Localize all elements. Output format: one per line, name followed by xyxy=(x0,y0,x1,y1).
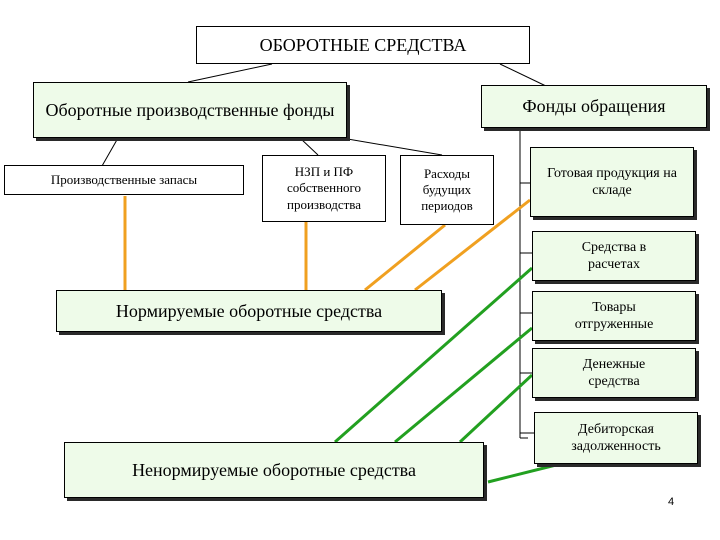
production-stocks-text: Производственные запасы xyxy=(50,171,198,187)
production-funds-to-stocks-line xyxy=(101,137,119,167)
green-line-cash xyxy=(458,373,534,444)
receivables-text: Дебиторская задолженность xyxy=(571,421,661,455)
green-line-goods-shipped xyxy=(394,326,533,444)
cash-text: Денежные средства xyxy=(582,356,646,390)
orange-line-expenses xyxy=(364,223,446,292)
production-funds-to-expenses-line xyxy=(329,135,443,156)
receivables-box: Дебиторская задолженность xyxy=(534,412,698,464)
wip-box: НЗП и ПФ собственного производства xyxy=(262,155,386,222)
title-to-production-funds-line xyxy=(187,63,273,83)
settlements-box: Средства в расчетах xyxy=(532,231,696,281)
orange-line-finished-goods xyxy=(414,198,531,292)
goods-shipped-text: Товары отгруженные xyxy=(574,299,654,333)
normalized-text: Нормируемые оборотные средства xyxy=(115,300,383,321)
production-funds-text: Оборотные производственные фонды xyxy=(45,99,335,120)
page-number: 4 xyxy=(668,496,675,508)
deferred-expenses-text: Расходы будущих периодов xyxy=(421,165,473,214)
normalized-box: Нормируемые оборотные средства xyxy=(56,290,442,332)
green-line-settlements xyxy=(334,266,533,444)
production-funds-box: Оборотные производственные фонды xyxy=(33,82,347,138)
production-stocks-box: Производственные запасы xyxy=(4,165,244,195)
settlements-text: Средства в расчетах xyxy=(581,239,647,273)
wip-text: НЗП и ПФ собственного производства xyxy=(286,164,362,212)
non-normalized-text: Ненормируемые оборотные средства xyxy=(132,459,416,480)
deferred-expenses-box: Расходы будущих периодов xyxy=(400,155,494,225)
circulation-funds-box: Фонды обращения xyxy=(481,85,707,128)
green-line-receivables xyxy=(487,462,561,484)
finished-goods-box: Готовая продукция на складе xyxy=(530,147,694,217)
title-to-circulation-funds-line xyxy=(499,63,549,88)
cash-box: Денежные средства xyxy=(532,348,696,398)
circulation-funds-text: Фонды обращения xyxy=(522,96,666,117)
title-box: ОБОРОТНЫЕ СРЕДСТВА xyxy=(196,26,530,64)
production-funds-to-wip-line xyxy=(299,137,319,156)
finished-goods-text: Готовая продукция на складе xyxy=(547,165,677,199)
title-text: ОБОРОТНЫЕ СРЕДСТВА xyxy=(259,34,467,55)
goods-shipped-box: Товары отгруженные xyxy=(532,291,696,341)
non-normalized-box: Ненормируемые оборотные средства xyxy=(64,442,484,498)
